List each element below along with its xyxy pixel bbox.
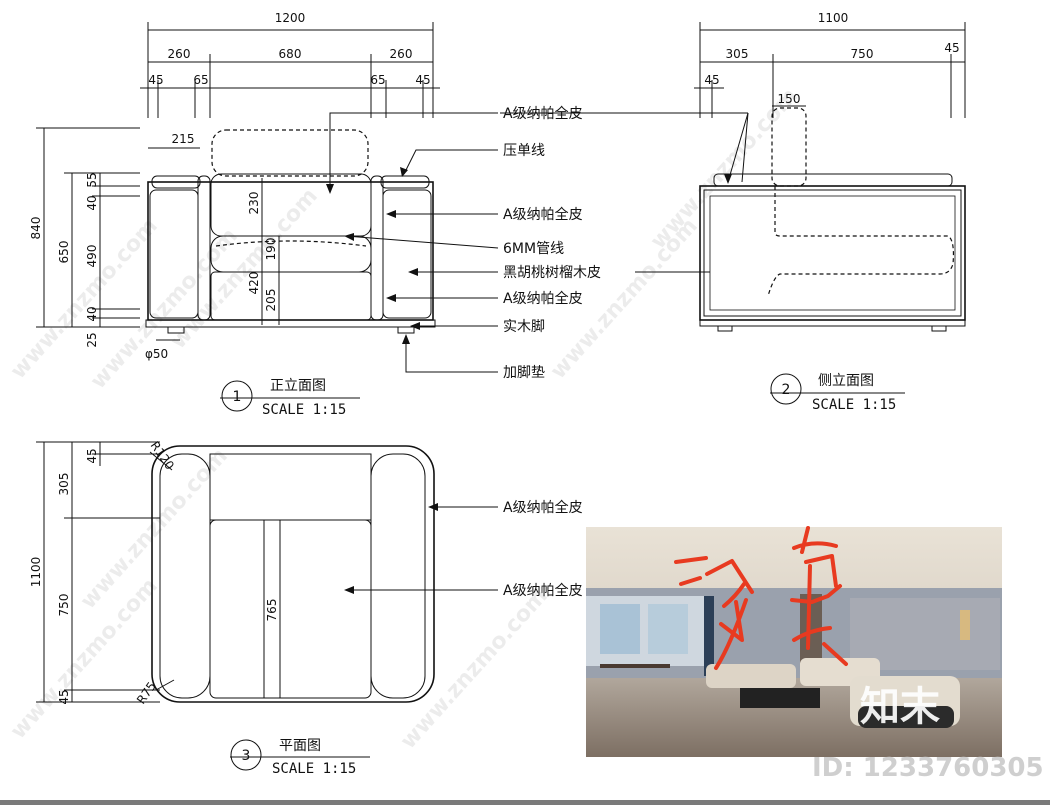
front-elevation: 1200 260 680 260 45 65 65 45 215 840 650… bbox=[29, 11, 440, 418]
view-number: 1 bbox=[233, 389, 242, 405]
dim-750: 750 bbox=[57, 594, 71, 617]
view-title: 侧立面图 bbox=[818, 373, 874, 389]
label-piping: 压单线 bbox=[503, 143, 545, 159]
callout-layer: A级纳帕全皮 压单线 A级纳帕全皮 6MM管线 黑胡桃树榴木皮 A级纳帕全皮 实… bbox=[326, 105, 750, 599]
label-plan-nappa-1: A级纳帕全皮 bbox=[503, 499, 583, 516]
dim-45-left: 45 bbox=[704, 73, 719, 87]
dim-150: 150 bbox=[778, 92, 801, 106]
bottom-edge-bar bbox=[0, 800, 1050, 805]
label-6mm-piping: 6MM管线 bbox=[503, 241, 564, 257]
dim-45-top: 45 bbox=[85, 448, 99, 463]
dim-490: 490 bbox=[85, 245, 99, 268]
label-nappa-2: A级纳帕全皮 bbox=[503, 206, 583, 223]
dim-total-depth: 1100 bbox=[818, 11, 849, 25]
label-walnut-veneer: 黑胡桃树榴木皮 bbox=[503, 265, 601, 281]
label-nappa-3: A级纳帕全皮 bbox=[503, 290, 583, 307]
label-plan-nappa-2: A级纳帕全皮 bbox=[503, 582, 583, 599]
dim-190: 190 bbox=[264, 238, 278, 261]
dim-total-depth: 1100 bbox=[29, 557, 43, 588]
dim-65-right: 65 bbox=[370, 73, 385, 87]
watermark-text: www.znzmo.com bbox=[396, 584, 553, 754]
view-title: 正立面图 bbox=[270, 378, 326, 394]
label-nappa-1: A级纳帕全皮 bbox=[503, 105, 583, 122]
label-wood-leg: 实木脚 bbox=[503, 319, 545, 335]
dim-seat-height: 650 bbox=[57, 241, 71, 264]
dim-total-width: 1200 bbox=[275, 11, 306, 25]
dim-230: 230 bbox=[247, 192, 261, 215]
view-scale: SCALE 1:15 bbox=[812, 397, 896, 413]
radius-bottom: R75 bbox=[134, 679, 159, 706]
dim-45-right: 45 bbox=[944, 41, 959, 55]
watermark-logo: 知末 bbox=[860, 684, 940, 730]
dim-215: 215 bbox=[172, 132, 195, 146]
watermark-id: ID: 1233760305 bbox=[812, 753, 1044, 783]
side-elevation: 1100 305 750 45 45 150 2 侧立面图 SCALE 1:15 bbox=[694, 11, 966, 413]
reference-photo: 知末 bbox=[586, 526, 1002, 757]
plan-view: 1100 305 750 45 45 R120 765 R75 3 平面图 SC… bbox=[29, 439, 435, 777]
label-foot-pad: 加脚垫 bbox=[503, 365, 545, 381]
view-scale: SCALE 1:15 bbox=[272, 761, 356, 777]
dim-65-left: 65 bbox=[193, 73, 208, 87]
view-number: 3 bbox=[242, 748, 251, 764]
dim-40-bottom: 40 bbox=[85, 306, 99, 321]
dim-25: 25 bbox=[85, 332, 99, 347]
dim-750: 750 bbox=[851, 47, 874, 61]
dim-arm-left: 260 bbox=[168, 47, 191, 61]
dim-leg-diameter: φ50 bbox=[145, 347, 168, 361]
dim-arm-right: 260 bbox=[390, 47, 413, 61]
dim-45-left: 45 bbox=[148, 73, 163, 87]
dim-middle: 680 bbox=[279, 47, 302, 61]
dim-45-right: 45 bbox=[415, 73, 430, 87]
dim-40-top: 40 bbox=[85, 195, 99, 210]
dim-305: 305 bbox=[726, 47, 749, 61]
dim-total-height: 840 bbox=[29, 217, 43, 240]
dim-305: 305 bbox=[57, 473, 71, 496]
dim-420: 420 bbox=[247, 272, 261, 295]
view-scale: SCALE 1:15 bbox=[262, 402, 346, 418]
dim-45-bottom: 45 bbox=[57, 689, 71, 704]
view-number: 2 bbox=[782, 382, 791, 398]
dim-765: 765 bbox=[265, 599, 279, 622]
view-title: 平面图 bbox=[279, 738, 321, 754]
dim-205: 205 bbox=[264, 289, 278, 312]
dim-55: 55 bbox=[85, 172, 99, 187]
